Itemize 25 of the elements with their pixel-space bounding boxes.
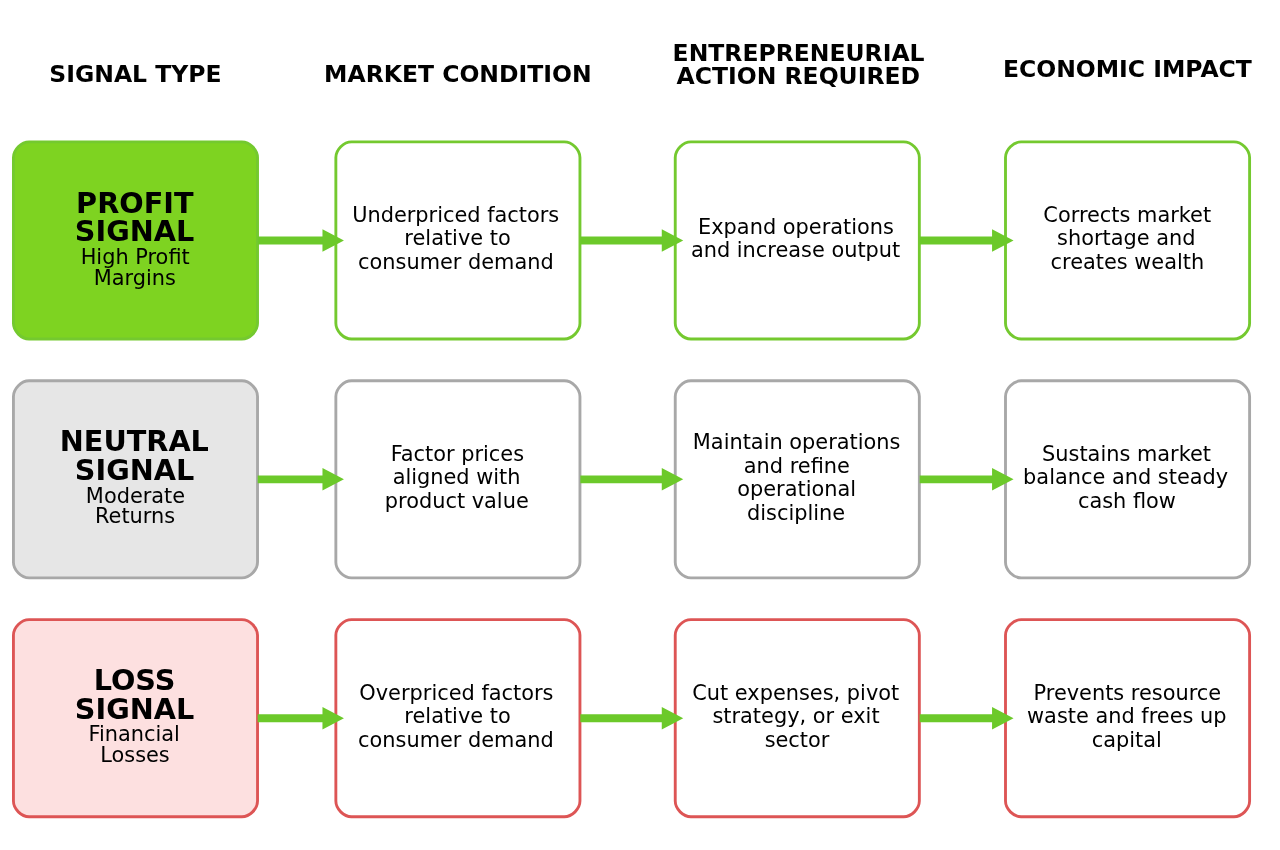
arrow bbox=[919, 467, 1014, 491]
node-box: Expand operations and increase output bbox=[673, 139, 921, 340]
node-box: Underpriced factors relative to consumer demand bbox=[334, 139, 582, 340]
arrow bbox=[919, 228, 1014, 252]
node-box: Maintain operations and refine operational discipline bbox=[673, 378, 921, 579]
arrow bbox=[580, 467, 684, 491]
arrow bbox=[919, 706, 1014, 729]
arrow bbox=[580, 706, 684, 729]
arrow bbox=[257, 467, 344, 491]
node-box: Factor prices aligned with product value bbox=[334, 378, 582, 579]
label: ECONOMIC IMPACT bbox=[1002, 54, 1252, 83]
node-box: Overpriced factors relative to consumer demand bbox=[334, 617, 582, 818]
node-box: Sustains market balance and steady cash flow bbox=[1004, 378, 1252, 579]
arrow bbox=[580, 228, 684, 252]
label: MARKET CONDITION bbox=[324, 59, 592, 88]
arrow bbox=[257, 228, 344, 252]
node-box: Corrects market shortage and creates wealth bbox=[1004, 139, 1252, 340]
node-box: Prevents resource waste and frees up capital bbox=[1004, 617, 1252, 818]
label: SIGNAL TYPE bbox=[49, 59, 222, 88]
label: ENTREPRENEURIAL ACTION REQUIRED bbox=[672, 38, 925, 90]
node-box: LOSS SIGNAL Financial Losses bbox=[12, 617, 259, 818]
node-box: Cut expenses, pivot strategy, or exit sector bbox=[673, 617, 921, 818]
node-box: NEUTRAL SIGNAL Moderate Returns bbox=[12, 378, 259, 579]
node-box: PROFIT SIGNAL High Profit Margins bbox=[12, 139, 259, 340]
arrow bbox=[257, 706, 344, 729]
